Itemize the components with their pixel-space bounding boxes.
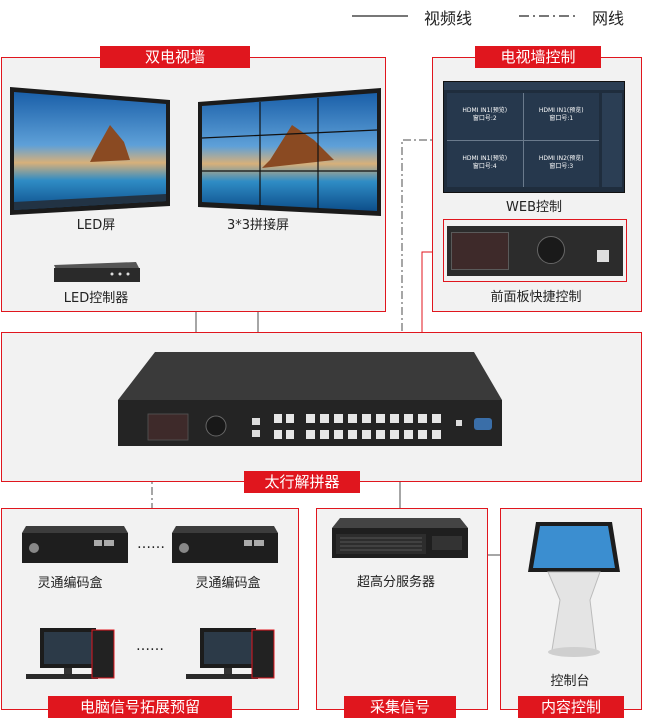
web-control-grid: HDMI IN1(预览) 窗口号:2 HDMI IN1(预览) 窗口号:1 HD… (447, 93, 599, 187)
front-panel-frame (443, 219, 627, 282)
processor-tag: 太行解拼器 (244, 471, 360, 493)
web-cell-3[interactable]: HDMI IN1(预览) 窗口号:4 (447, 140, 523, 187)
legend-network-line: 网线 (592, 9, 625, 28)
console-label: 控制台 (550, 674, 590, 689)
server-label: 超高分服务器 (356, 575, 435, 590)
pcs-ellipsis: …… (136, 638, 164, 654)
web-cell-2-line1: HDMI IN1(预览) (538, 107, 584, 114)
content-control-tag: 内容控制 (518, 696, 624, 718)
splice-screen-label: 3*3拼接屏 (226, 218, 290, 233)
web-cell-2[interactable]: HDMI IN1(预览) 窗口号:1 (523, 93, 599, 140)
front-panel-knob[interactable] (537, 236, 565, 264)
web-cell-1-line2: 窗口号:2 (472, 115, 497, 122)
web-cell-3-line2: 窗口号:4 (472, 162, 497, 170)
front-panel-display (451, 232, 509, 270)
web-cell-4[interactable]: HDMI IN2(预览) 窗口号:3 (523, 140, 599, 187)
encoder-1-label: 灵通编码盒 (37, 576, 103, 591)
led-controller-label: LED控制器 (63, 291, 129, 306)
front-panel-button[interactable] (597, 250, 609, 262)
encoders-ellipsis: …… (137, 536, 165, 552)
capture-tag: 采集信号 (344, 696, 456, 718)
pc-signal-tag: 电脑信号拓展预留 (48, 696, 232, 718)
web-cell-4-line2: 窗口号:3 (549, 162, 574, 170)
dual-tv-wall-tag: 双电视墙 (100, 46, 250, 68)
legend-video-line: 视频线 (424, 9, 473, 28)
tv-wall-control-tag: 电视墙控制 (475, 46, 601, 68)
encoder-2-label: 灵通编码盒 (195, 576, 261, 591)
web-cell-1-line1: HDMI IN1(预览) (462, 107, 508, 114)
led-screen-label: LED屏 (76, 218, 116, 233)
web-cell-3-line1: HDMI IN1(预览) (462, 154, 508, 162)
web-control-sidebar (602, 93, 622, 187)
web-cell-1[interactable]: HDMI IN1(预览) 窗口号:2 (447, 93, 523, 140)
web-control-topbar (444, 82, 624, 90)
front-panel-label: 前面板快捷控制 (490, 290, 582, 305)
web-cell-2-line2: 窗口号:1 (549, 115, 574, 122)
front-panel-device (447, 226, 623, 276)
web-control-label: WEB控制 (506, 200, 562, 215)
web-cell-4-line1: HDMI IN2(预览) (538, 154, 584, 162)
web-control-screen: HDMI IN1(预览) 窗口号:2 HDMI IN1(预览) 窗口号:1 HD… (443, 81, 625, 193)
